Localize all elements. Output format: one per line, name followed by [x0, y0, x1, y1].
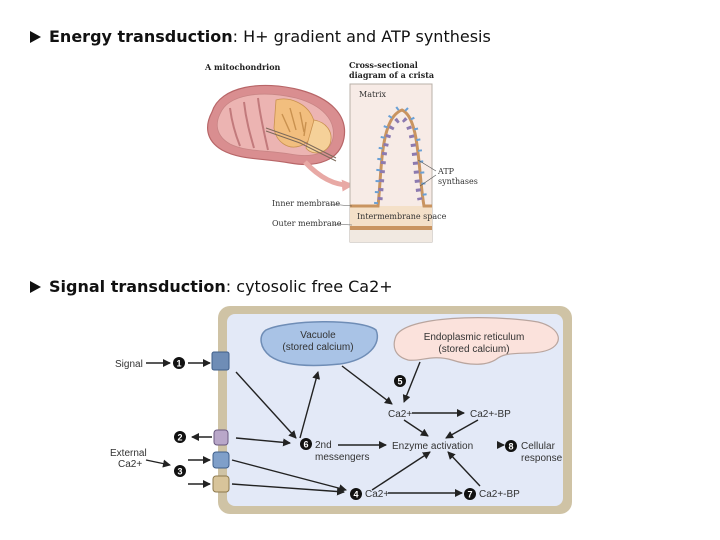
calcium-channel-2-icon: [212, 475, 230, 493]
inner-membrane-label: Inner membrane: [272, 199, 340, 208]
er-label-line1: Endoplasmic reticulum: [424, 332, 525, 343]
step-5-number: 5: [397, 377, 402, 387]
step-3-marker: 3: [174, 465, 186, 477]
second-messengers-line1: 2nd: [315, 440, 332, 451]
signal-label: Signal: [115, 359, 143, 370]
bullet-triangle-icon: [30, 31, 41, 43]
vacuole-label-line2: (stored calcium): [282, 342, 353, 353]
vacuole-label-line1: Vacuole: [300, 330, 336, 341]
crista-panel: [349, 83, 433, 243]
calcium-pump-icon: [213, 429, 229, 446]
cellular-response-line1: Cellular: [521, 441, 556, 452]
outer-membrane-leader: [331, 223, 353, 226]
cellular-response-line2: response: [521, 453, 563, 464]
arrow-channel2-to-4: [231, 483, 345, 496]
atp-label-line2: synthases: [438, 177, 478, 186]
enzyme-activation-label: Enzyme activation: [392, 441, 473, 452]
arrow-external-to-3: [145, 459, 171, 468]
cabp-bottom-label: Ca2+-BP: [479, 489, 520, 500]
step-6-marker: 6: [300, 438, 312, 450]
ca-bottom-label: Ca2+: [365, 489, 389, 500]
arrow-pump-to-6: [235, 437, 291, 447]
inner-membrane-leader: [329, 203, 353, 207]
mitochondrion-drawing: [207, 84, 346, 165]
step-1-number: 1: [176, 359, 181, 369]
heading-energy-rest: : H+ gradient and ATP synthesis: [232, 27, 491, 46]
step-4-number: 4: [353, 490, 358, 500]
zoom-arrow: [303, 160, 354, 192]
arrow-7-to-enzyme: [447, 451, 481, 487]
arrow-cabp-to-enzyme: [445, 419, 479, 439]
crista-title-line1: Cross-sectional: [349, 60, 418, 70]
calcium-channel-icon: [212, 451, 230, 469]
step-2-number: 2: [177, 433, 182, 443]
arrow-ca-to-enzyme: [403, 419, 429, 437]
crista-title-line2: diagram of a crista: [349, 70, 434, 80]
bullet-triangle-icon: [30, 281, 41, 293]
step-1-marker: 1: [173, 357, 185, 369]
arrow-4-to-enzyme: [371, 451, 431, 491]
arrow-channel-to-4: [231, 459, 347, 493]
atp-label-line1: ATP: [437, 167, 455, 176]
step-8-marker: 8: [505, 440, 517, 452]
signal-arrows: [145, 359, 505, 497]
signal-transduction-figure: [211, 306, 572, 514]
arrow-6-to-vacuole: [299, 371, 321, 439]
step-8-number: 8: [508, 442, 513, 452]
er-shape: [393, 317, 559, 365]
step-5-marker: 5: [394, 375, 406, 387]
heading-signal-rest: : cytosolic free Ca2+: [225, 277, 393, 296]
second-messengers-line2: messengers: [315, 452, 369, 463]
external-ca-label-line1: External: [110, 448, 147, 459]
mitochondrion-figure: A mitochondrion Cross-sectional diagram …: [204, 60, 478, 243]
heading-signal-transduction: Signal transduction: cytosolic free Ca2+: [30, 277, 393, 297]
step-7-number: 7: [467, 490, 472, 500]
matrix-label: Matrix: [359, 90, 387, 99]
heading-signal-bold: Signal transduction: [49, 277, 226, 296]
step-7-marker: 7: [464, 488, 476, 500]
arrow-er-to-ca: [402, 361, 421, 403]
arrow-receptor-to-6: [235, 371, 297, 439]
heading-energy-transduction: Energy transduction: H+ gradient and ATP…: [30, 27, 491, 47]
step-2-marker: 2: [174, 431, 186, 443]
er-label-line2: (stored calcium): [438, 344, 509, 355]
signal-labels: Signal External Ca2+ Vacuole (stored cal…: [110, 330, 563, 500]
atp-leader-2: [419, 174, 437, 187]
mito-title: A mitochondrion: [204, 62, 281, 72]
external-ca-label-line2: Ca2+: [118, 459, 142, 470]
heading-energy-bold: Energy transduction: [49, 27, 233, 46]
step-4-marker: 4: [350, 488, 362, 500]
ca-top-label: Ca2+: [388, 409, 412, 420]
step-3-number: 3: [177, 467, 182, 477]
outer-membrane-label: Outer membrane: [272, 219, 342, 228]
arrow-vacuole-to-ca: [341, 365, 393, 405]
intermembrane-space-label: Intermembrane space: [357, 212, 447, 221]
signal-receptor-icon: [211, 351, 230, 371]
vacuole-shape: [260, 321, 379, 367]
step-6-number: 6: [303, 440, 308, 450]
atp-leader-1: [417, 159, 437, 172]
cabp-top-label: Ca2+-BP: [470, 409, 511, 420]
step-markers: 1 2 3 4 5 6 7 8: [173, 357, 517, 500]
